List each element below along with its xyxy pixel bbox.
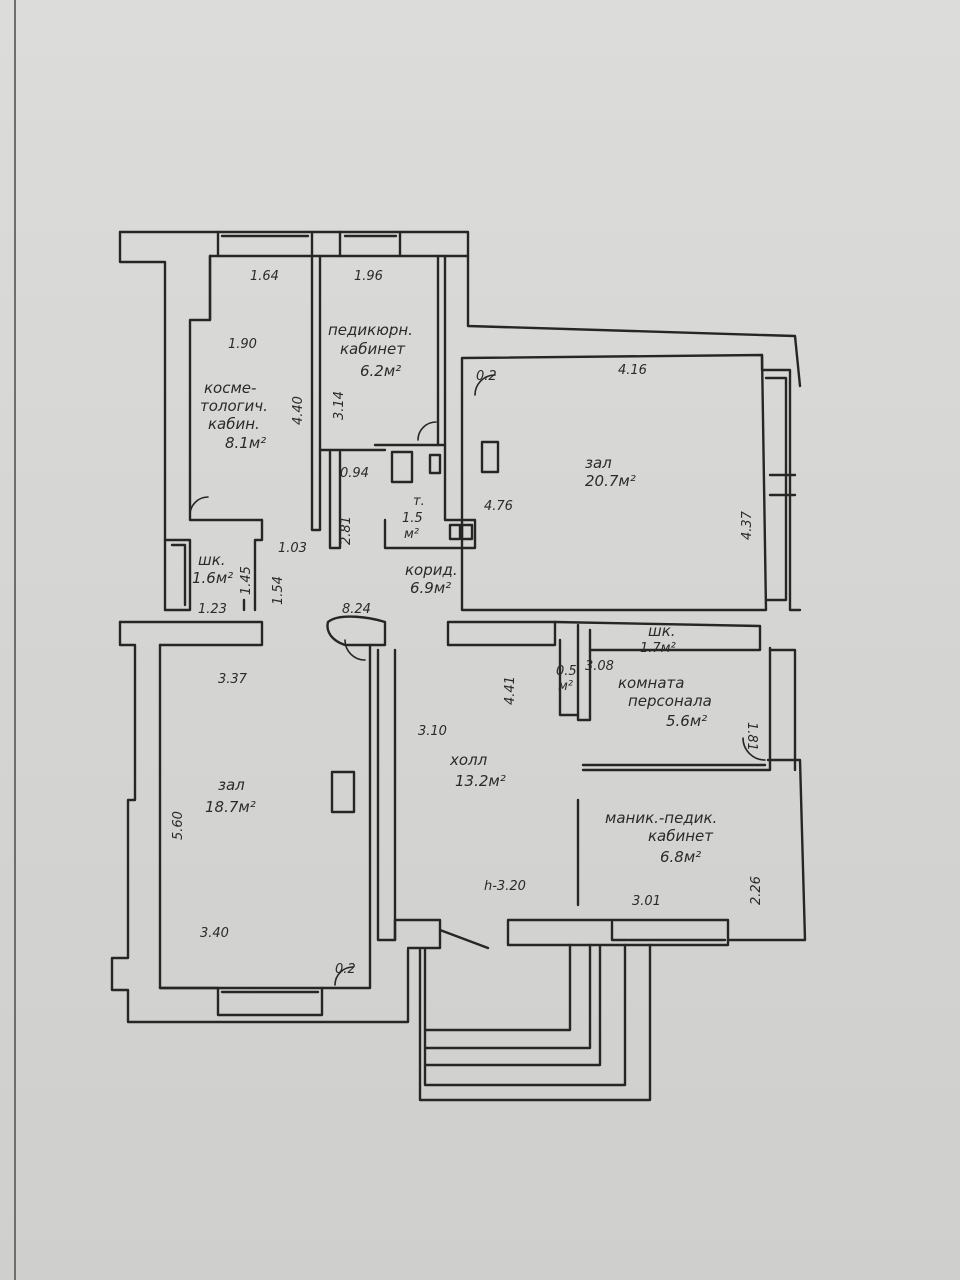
right-wardrobe-name: шк. xyxy=(648,622,676,640)
manicure-label-2: кабинет xyxy=(648,827,714,845)
dim-4-76: 4.76 xyxy=(484,499,513,514)
lobby-area: 13.2м² xyxy=(455,772,506,790)
niche-area: 0.5 xyxy=(556,664,577,679)
corridor-area: 6.9м² xyxy=(410,579,451,597)
left-wardrobe-area: 1.6м² xyxy=(192,569,233,587)
dim-3-40: 3.40 xyxy=(200,926,229,941)
dim-1-81: 1.81 xyxy=(744,722,759,751)
dim-1-90: 1.90 xyxy=(228,337,257,352)
dim-2-81: 2.81 xyxy=(339,516,354,545)
dim-3-01: 3.01 xyxy=(632,894,661,909)
margin-line xyxy=(14,0,16,1280)
left-closet-walls xyxy=(163,518,264,612)
right-hall-area: 20.7м² xyxy=(585,472,636,490)
cosmetology-label-2: тологич. xyxy=(200,397,268,415)
toilet-name: т. xyxy=(413,494,425,509)
dim-0-2-top: 0.2 xyxy=(476,369,497,384)
room-labels: космe- тологич. кабин. 8.1м² педикюрн. к… xyxy=(192,321,717,866)
staff-manicure-walls xyxy=(506,623,807,947)
left-hall-walls xyxy=(158,643,397,1017)
niche-unit: м² xyxy=(558,679,573,694)
dim-1-23: 1.23 xyxy=(198,602,227,617)
manicure-area: 6.8м² xyxy=(660,848,701,866)
pedicure-area: 6.2м² xyxy=(360,362,401,380)
right-wardrobe-area: 1.7м² xyxy=(640,641,676,656)
dim-3-37: 3.37 xyxy=(218,672,248,687)
toilet-walls xyxy=(373,443,477,550)
staff-room-label-2: персонала xyxy=(628,692,712,710)
dim-4-16: 4.16 xyxy=(618,363,647,378)
top-wall xyxy=(118,230,802,612)
left-hall-name: зал xyxy=(218,776,245,794)
dim-3-08: 3.08 xyxy=(585,659,614,674)
cosmetology-label-3: кабин. xyxy=(208,415,260,433)
dim-1-64: 1.64 xyxy=(250,269,279,284)
right-hall-walls xyxy=(460,353,802,612)
cosmetology-area: 8.1м² xyxy=(225,434,266,452)
lobby-name: холл xyxy=(449,751,488,769)
dim-0-2-bottom: 0.2 xyxy=(335,962,356,977)
dimension-labels: 1.64 1.96 1.90 4.40 3.14 0.94 2.81 4.16 … xyxy=(171,269,764,977)
left-wardrobe-name: шк. xyxy=(198,551,226,569)
staff-room-label-1: комната xyxy=(618,674,684,692)
ceiling-height: h-3.20 xyxy=(484,879,526,894)
dim-3-10: 3.10 xyxy=(418,724,447,739)
toilet-unit: м² xyxy=(404,527,419,542)
cosmetology-walls xyxy=(188,254,322,532)
toilet-area: 1.5 xyxy=(402,511,423,526)
dim-8-24: 8.24 xyxy=(342,602,371,617)
dim-3-14: 3.14 xyxy=(332,391,347,420)
pedicure-label-1: педикюрн. xyxy=(328,321,413,339)
pedicure-label-2: кабинет xyxy=(340,340,406,358)
staff-room-area: 5.6м² xyxy=(666,712,707,730)
dim-1-45: 1.45 xyxy=(239,566,254,595)
dim-0-94: 0.94 xyxy=(340,466,369,481)
lobby-walls xyxy=(393,918,490,950)
dim-5-60: 5.60 xyxy=(171,811,186,840)
dim-1-54: 1.54 xyxy=(271,576,286,605)
left-hall-area: 18.7м² xyxy=(205,798,256,816)
middle-wall xyxy=(110,615,762,1024)
right-hall-name: зал xyxy=(585,454,612,472)
manicure-label-1: маник.-педик. xyxy=(605,809,717,827)
dim-1-03: 1.03 xyxy=(278,541,307,556)
pedicure-walls xyxy=(318,254,447,550)
dim-4-37: 4.37 xyxy=(740,510,755,540)
entrance-steps xyxy=(418,943,652,1102)
dim-2-26: 2.26 xyxy=(749,876,764,905)
door-swings xyxy=(189,374,766,986)
dim-1-96: 1.96 xyxy=(354,269,383,284)
dim-4-41: 4.41 xyxy=(503,676,518,705)
cosmetology-label-1: космe- xyxy=(204,379,256,397)
corridor-name: корид. xyxy=(405,561,458,579)
dim-4-40: 4.40 xyxy=(291,396,306,425)
